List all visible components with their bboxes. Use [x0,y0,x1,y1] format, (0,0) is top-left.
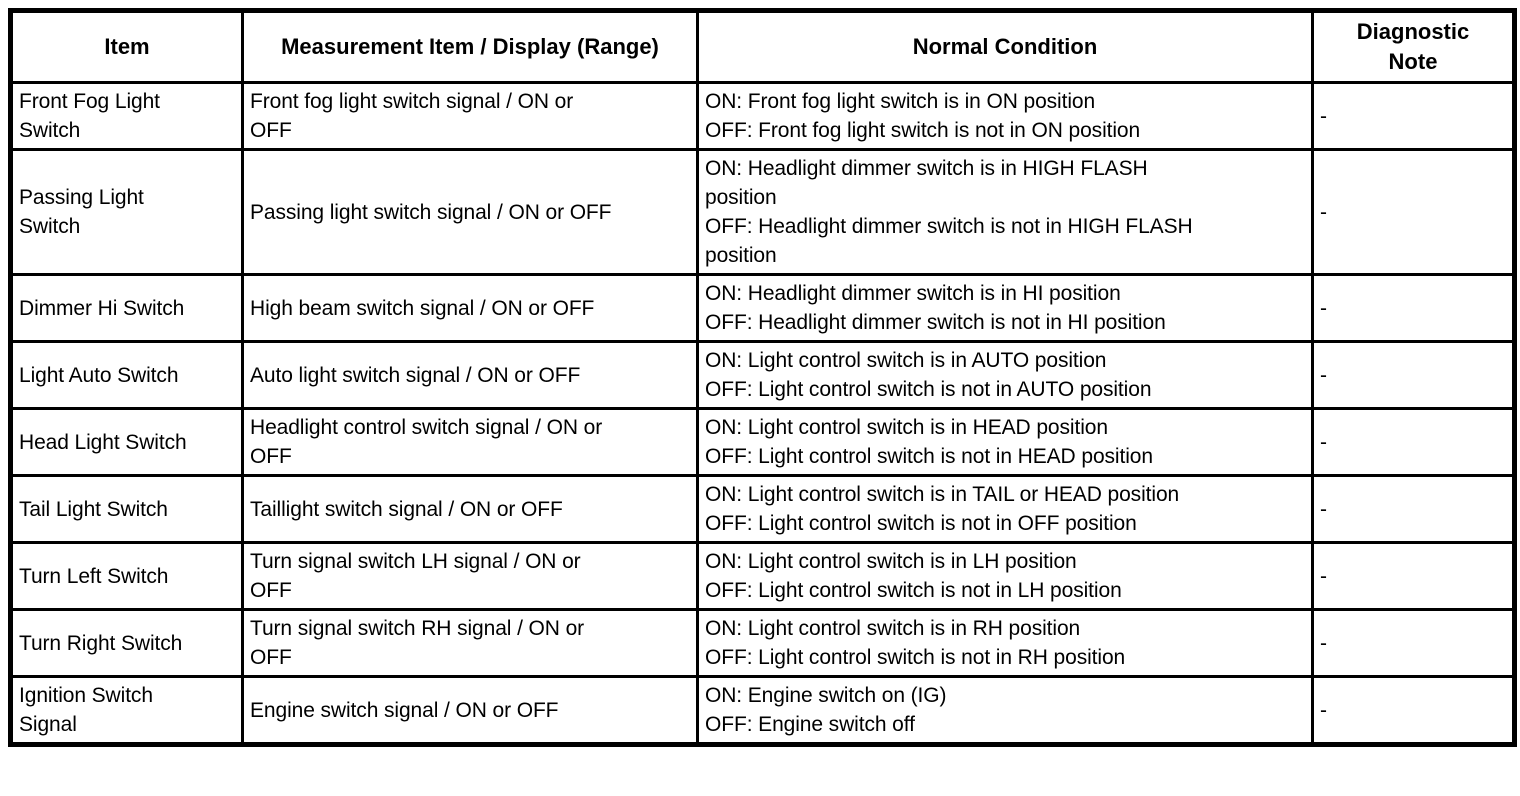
note-cell: - [1311,148,1516,276]
note-cell: - [1311,675,1516,746]
table-header-row: Item Measurement Item / Display (Range) … [9,9,1516,84]
measurement-cell: Engine switch signal / ON or OFF [241,675,699,746]
measurement-cell: Front fog light switch signal / ON or OF… [241,81,699,151]
note-cell: - [1311,474,1516,544]
table-row: Tail Light Switch Taillight switch signa… [9,474,1516,544]
measurement-cell: Auto light switch signal / ON or OFF [241,340,699,410]
condition-cell: ON: Engine switch on (IG) OFF: Engine sw… [696,675,1314,746]
condition-cell: ON: Light control switch is in TAIL or H… [696,474,1314,544]
item-cell: Ignition Switch Signal [9,675,244,746]
header-diagnostic-note: Diagnostic Note [1311,9,1516,84]
note-cell: - [1311,608,1516,678]
condition-cell: ON: Light control switch is in AUTO posi… [696,340,1314,410]
measurement-cell: Turn signal switch RH signal / ON or OFF [241,608,699,678]
measurement-cell: Taillight switch signal / ON or OFF [241,474,699,544]
table-row: Passing Light Switch Passing light switc… [9,148,1516,276]
condition-cell: ON: Light control switch is in RH positi… [696,608,1314,678]
table-row: Turn Right Switch Turn signal switch RH … [9,608,1516,678]
header-normal-condition: Normal Condition [696,9,1314,84]
table-row: Head Light Switch Headlight control swit… [9,407,1516,477]
table-row: Front Fog Light Switch Front fog light s… [9,81,1516,151]
condition-cell: ON: Headlight dimmer switch is in HI pos… [696,273,1314,343]
note-cell: - [1311,541,1516,611]
measurement-cell: Passing light switch signal / ON or OFF [241,148,699,276]
item-cell: Front Fog Light Switch [9,81,244,151]
item-cell: Turn Left Switch [9,541,244,611]
header-item: Item [9,9,244,84]
item-cell: Head Light Switch [9,407,244,477]
condition-cell: ON: Front fog light switch is in ON posi… [696,81,1314,151]
header-measurement: Measurement Item / Display (Range) [241,9,699,84]
item-cell: Light Auto Switch [9,340,244,410]
table-row: Turn Left Switch Turn signal switch LH s… [9,541,1516,611]
item-cell: Passing Light Switch [9,148,244,276]
condition-cell: ON: Light control switch is in HEAD posi… [696,407,1314,477]
note-cell: - [1311,340,1516,410]
table-row: Light Auto Switch Auto light switch sign… [9,340,1516,410]
item-cell: Tail Light Switch [9,474,244,544]
condition-cell: ON: Light control switch is in LH positi… [696,541,1314,611]
measurement-cell: Turn signal switch LH signal / ON or OFF [241,541,699,611]
note-cell: - [1311,407,1516,477]
item-cell: Turn Right Switch [9,608,244,678]
data-list-table: Item Measurement Item / Display (Range) … [8,8,1517,747]
note-cell: - [1311,273,1516,343]
condition-cell: ON: Headlight dimmer switch is in HIGH F… [696,148,1314,276]
measurement-cell: Headlight control switch signal / ON or … [241,407,699,477]
table-row: Dimmer Hi Switch High beam switch signal… [9,273,1516,343]
measurement-cell: High beam switch signal / ON or OFF [241,273,699,343]
note-cell: - [1311,81,1516,151]
table-row: Ignition Switch Signal Engine switch sig… [9,675,1516,746]
item-cell: Dimmer Hi Switch [9,273,244,343]
